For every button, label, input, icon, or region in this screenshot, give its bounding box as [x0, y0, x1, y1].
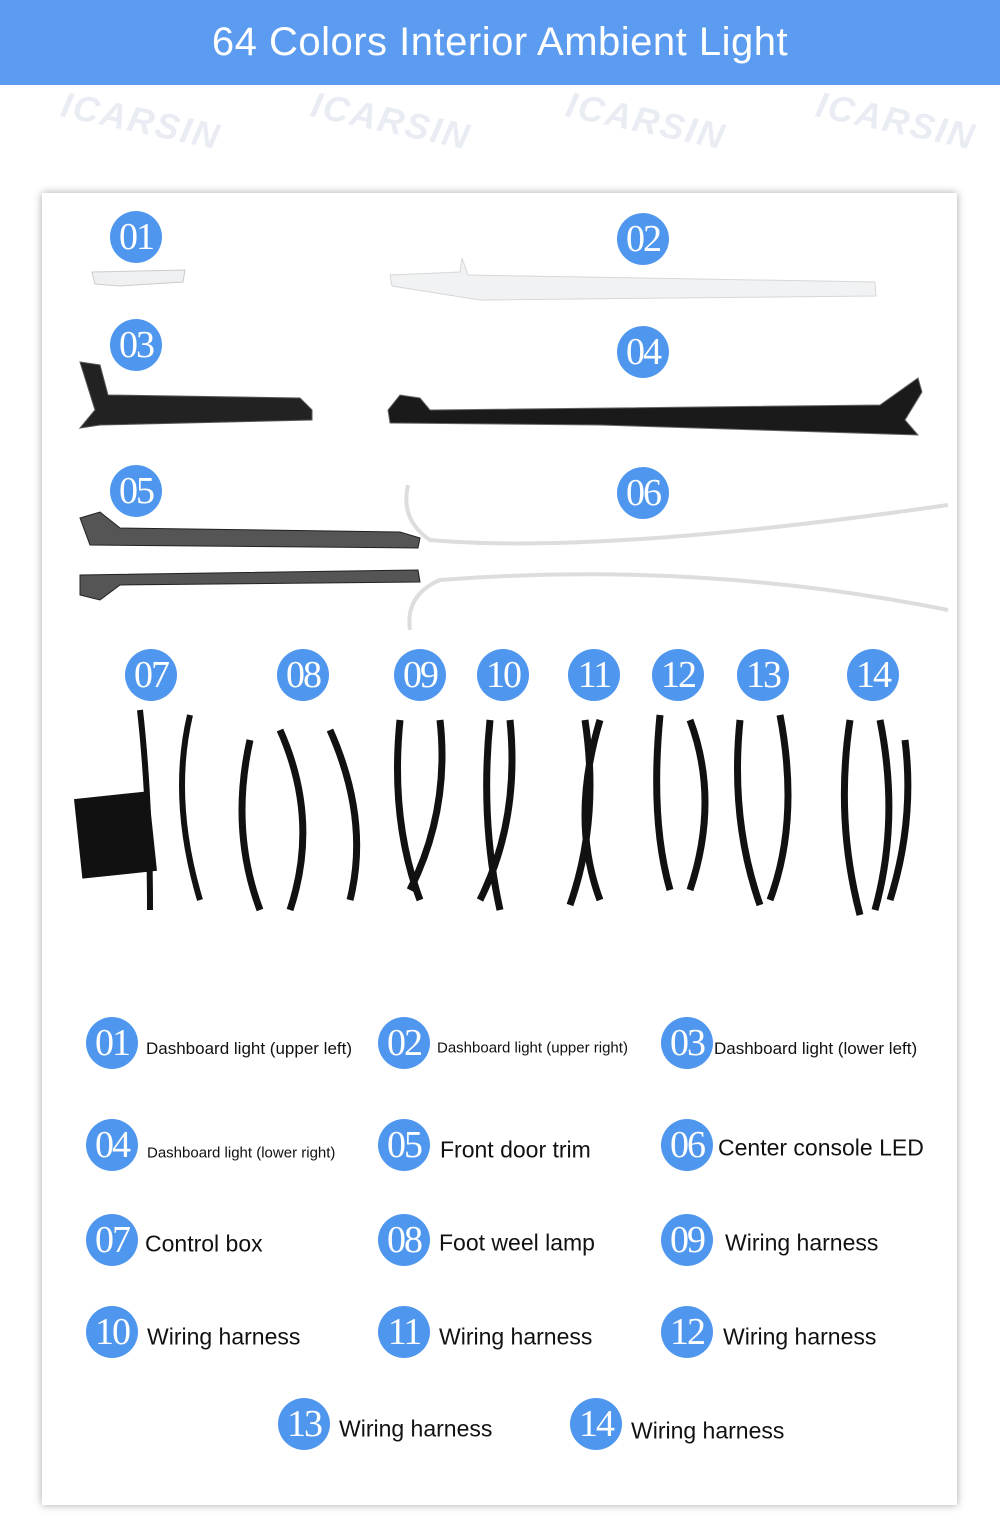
legend-badge-08: 08 [378, 1214, 430, 1266]
part-badge-14: 14 [847, 649, 899, 701]
legend-label-07: Control box [145, 1230, 263, 1257]
legend-label-04: Dashboard light (lower right) [147, 1144, 336, 1162]
legend-label-11: Wiring harness [439, 1323, 593, 1350]
legend-badge-02: 02 [378, 1017, 430, 1069]
legend-label-08: Foot weel lamp [439, 1229, 595, 1256]
legend-badge-05: 05 [378, 1119, 430, 1171]
legend-badge-01: 01 [86, 1017, 138, 1069]
legend-label-12: Wiring harness [723, 1323, 877, 1350]
legend-badge-14: 14 [570, 1398, 622, 1450]
part-badge-06: 06 [617, 467, 669, 519]
part-05-image [79, 511, 421, 601]
part-02-image [389, 257, 877, 301]
legend-label-02: Dashboard light (upper right) [437, 1039, 628, 1057]
legend-label-09: Wiring harness [725, 1229, 879, 1256]
part-badge-10: 10 [477, 649, 529, 701]
page-title: 64 Colors Interior Ambient Light [0, 0, 1000, 85]
legend-badge-10: 10 [86, 1306, 138, 1358]
part-badge-02: 02 [617, 213, 669, 265]
legend-label-05: Front door trim [440, 1136, 591, 1163]
legend-badge-03: 03 [661, 1017, 713, 1069]
harness-images [238, 714, 912, 916]
legend-label-03: Dashboard light (lower left) [714, 1039, 918, 1058]
legend-badge-12: 12 [661, 1306, 713, 1358]
legend-badge-11: 11 [378, 1306, 430, 1358]
legend-badge-06: 06 [661, 1119, 713, 1171]
part-badge-12: 12 [652, 649, 704, 701]
part-badge-05: 05 [110, 465, 162, 517]
part-04-image [387, 377, 923, 436]
part-badge-07: 07 [125, 649, 177, 701]
legend-label-13: Wiring harness [339, 1415, 493, 1442]
part-01-image [91, 269, 186, 287]
legend-label-01: Dashboard light (upper left) [146, 1039, 353, 1058]
part-badge-09: 09 [394, 649, 446, 701]
part-badge-08: 08 [277, 649, 329, 701]
part-07-image [74, 709, 203, 911]
part-06-image [404, 484, 949, 631]
legend-badge-07: 07 [86, 1214, 138, 1266]
part-03-image [78, 361, 313, 429]
part-badge-04: 04 [617, 326, 669, 378]
part-badge-01: 01 [110, 211, 162, 263]
part-badge-11: 11 [568, 649, 620, 701]
legend-label-06: Center console LED [718, 1134, 924, 1161]
legend-label-14: Wiring harness [631, 1417, 785, 1444]
legend-badge-04: 04 [86, 1119, 138, 1171]
part-badge-13: 13 [737, 649, 789, 701]
legend-label-10: Wiring harness [147, 1323, 301, 1350]
part-badge-03: 03 [110, 319, 162, 371]
legend-badge-09: 09 [661, 1214, 713, 1266]
legend-badge-13: 13 [278, 1398, 330, 1450]
